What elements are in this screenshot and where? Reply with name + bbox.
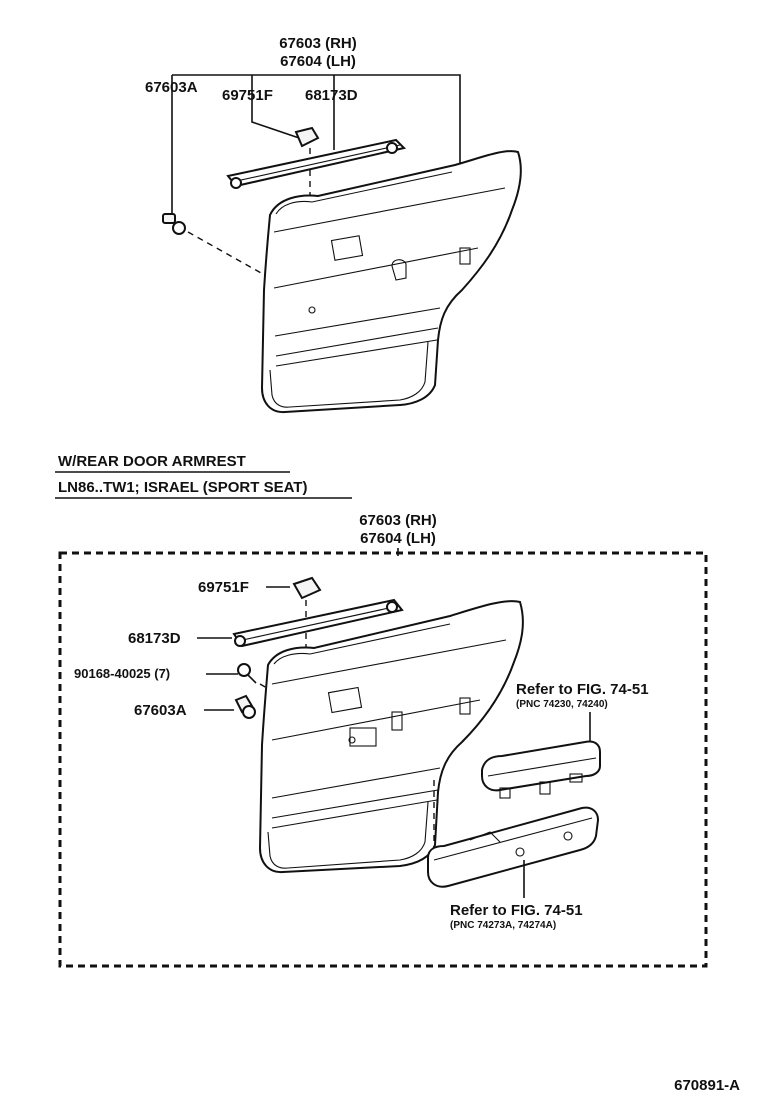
condition-line-2: LN86..TW1; ISRAEL (SPORT SEAT)	[58, 479, 307, 496]
bottom-door-trim-panel	[258, 600, 524, 874]
bottom-clip	[234, 694, 256, 719]
top-clip-dashed-line	[187, 231, 271, 279]
bottom-weatherstrip	[232, 598, 404, 648]
figure-code: 670891-A	[674, 1077, 740, 1094]
upper-armrest-ref: Refer to FIG. 74-51	[516, 681, 649, 698]
top-panel-lh-label: 67604 (LH)	[280, 53, 356, 70]
lower-armrest-pnc: (PNC 74273A, 74274A)	[450, 920, 556, 931]
bottom-panel-rh-label: 67603 (RH)	[359, 512, 437, 529]
top-panel-leader	[172, 74, 461, 165]
bottom-weatherstrip-label: 68173D	[128, 630, 181, 647]
top-panel-rh-label: 67603 (RH)	[279, 35, 357, 52]
top-weatherstrip	[226, 138, 406, 189]
bottom-clip-label: 67603A	[134, 702, 187, 719]
top-cover-leader	[251, 75, 306, 141]
top-cover-label: 69751F	[222, 87, 273, 104]
top-weatherstrip-label: 68173D	[305, 87, 358, 104]
bottom-panel-lh-label: 67604 (LH)	[360, 530, 436, 547]
bottom-screw-label: 90168-40025 (7)	[74, 666, 170, 681]
bottom-frame	[58, 551, 708, 968]
bottom-cover-part	[292, 576, 322, 600]
bottom-screw	[237, 663, 257, 684]
top-assembly: 67603 (RH) 67604 (LH) 67603A 69751F 6817…	[145, 35, 522, 414]
upper-armrest-pnc: (PNC 74230, 74240)	[516, 699, 608, 710]
top-cover-part	[294, 126, 320, 148]
condition-note: W/REAR DOOR ARMREST LN86..TW1; ISRAEL (S…	[55, 453, 352, 499]
lower-armrest-part	[427, 806, 600, 888]
top-door-trim-panel	[260, 150, 522, 414]
bottom-cover-label: 69751F	[198, 579, 249, 596]
condition-line-1: W/REAR DOOR ARMREST	[58, 453, 246, 470]
top-clip	[162, 213, 186, 235]
upper-armrest-part	[481, 740, 601, 799]
bottom-assembly: 67603 (RH) 67604 (LH) 69751F 68173D 9016…	[58, 512, 708, 968]
lower-armrest-ref: Refer to FIG. 74-51	[450, 902, 583, 919]
